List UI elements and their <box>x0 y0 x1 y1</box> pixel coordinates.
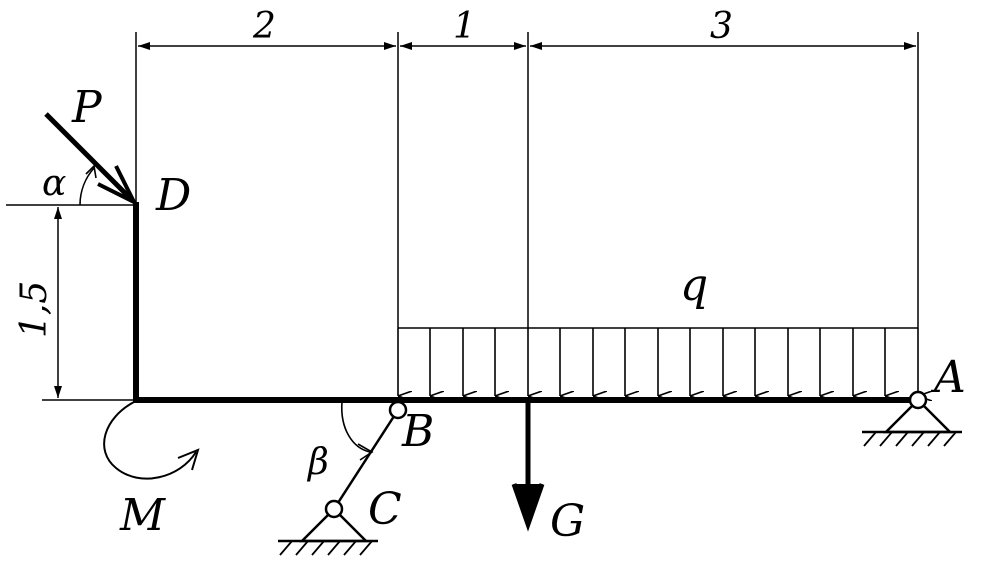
point-a-label: A <box>930 352 966 403</box>
support-a <box>862 390 962 447</box>
vertical-dimension <box>6 204 136 401</box>
dim-label-span-2: 1 <box>453 6 476 47</box>
dim-label-span-3: 3 <box>710 6 733 47</box>
moment-m-arrow <box>103 401 200 480</box>
point-d-label: D <box>155 170 191 221</box>
top-dimensions <box>135 32 919 328</box>
force-p-arrow <box>44 112 139 207</box>
moment-m-label: M <box>119 490 166 541</box>
force-g-label: G <box>550 496 585 547</box>
force-g-arrow <box>511 400 545 532</box>
distributed-load <box>397 327 918 396</box>
beta-arc <box>341 401 371 453</box>
point-b-label: B <box>401 406 434 457</box>
angle-alpha-label: α <box>42 163 66 204</box>
dim-label-height: 1,5 <box>14 281 55 338</box>
beta-arc-arrow <box>357 443 374 461</box>
angle-beta-label: β <box>306 442 329 483</box>
hinge-b <box>388 400 408 420</box>
dim-label-span-1: 2 <box>252 6 276 47</box>
link-rod <box>332 409 400 510</box>
link-bc <box>278 400 408 556</box>
force-p-label: P <box>71 82 103 133</box>
alpha-arc-arrow <box>85 164 97 179</box>
alpha-arc <box>79 167 95 206</box>
hinge-c <box>324 499 344 519</box>
load-q-label: q <box>680 260 708 311</box>
frame <box>133 202 921 403</box>
point-c-label: C <box>368 484 402 535</box>
